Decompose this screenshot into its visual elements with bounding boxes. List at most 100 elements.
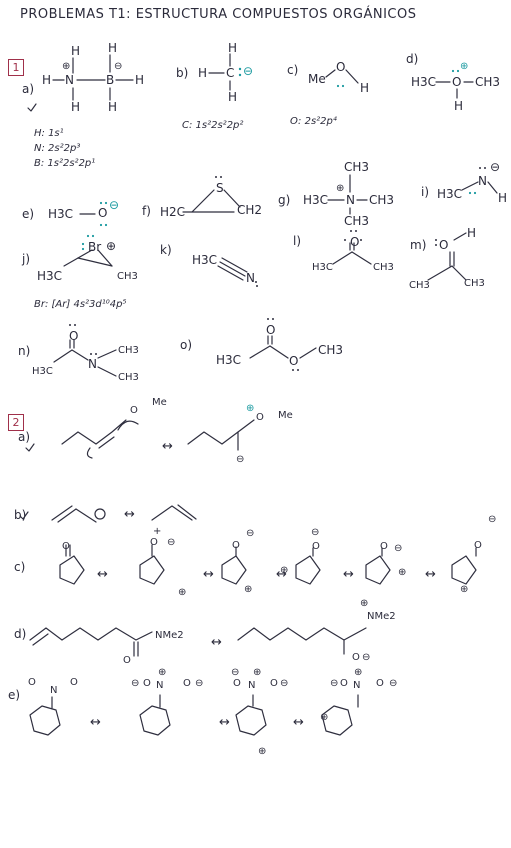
problem-1n-ch3-bottom: CH3: [118, 372, 139, 383]
problem-1l-oxygen: O: [350, 235, 360, 249]
problem-1l-ch3: CH3: [373, 262, 394, 273]
problem-1m-ch3-left: CH3: [409, 280, 430, 291]
problem-2c-oxygen-6: O: [474, 540, 482, 551]
problem-2e-plus-4: ⊕: [354, 667, 363, 678]
resonance-arrow-2c-3: ↔: [276, 567, 287, 582]
problem-1a-h-top-n: H: [71, 44, 81, 58]
problem-2c-plus-4: ⊕: [280, 565, 289, 576]
problem-2e-oxygen-3a: O: [233, 678, 241, 689]
problem-1f-sulfur: S: [216, 181, 224, 195]
problem-1e-h3c: H3C: [48, 207, 74, 221]
problem-1a-nitrogen: N: [65, 73, 74, 87]
problem-1e-minus-charge: ⊖: [109, 198, 120, 212]
resonance-arrow-2d: ↔: [211, 635, 222, 650]
problem-2e-nitrogen-4: N: [353, 680, 361, 691]
problem-1a-h-right: H: [135, 73, 145, 87]
problem-1g-nitrogen: N: [346, 193, 355, 207]
problem-1g-ch3-right: CH3: [369, 193, 395, 207]
problem-2d-nme2-right: NMe2: [367, 611, 396, 622]
problem-2e-minus-3b: ⊖: [280, 678, 289, 689]
problem-1f-label: f): [142, 204, 151, 218]
problem-1b-minus-charge: ⊖: [243, 64, 254, 78]
problem-1a-label: a): [22, 82, 35, 96]
problem-1a-h-left: H: [42, 73, 52, 87]
problem-1n-oxygen: O: [69, 329, 79, 343]
problem-2e-nitrogen-1: N: [50, 685, 58, 696]
problem-2e-oxygen-3b: O: [270, 678, 278, 689]
problem-1f-h2c: H2C: [160, 205, 186, 219]
problem-2c-plus-2: ⊕: [178, 587, 187, 598]
resonance-arrow-2c-4: ↔: [343, 567, 354, 582]
problem-2e-plus-3: ⊕: [253, 667, 262, 678]
resonance-arrow-2e-3: ↔: [293, 715, 304, 730]
problem-1b-carbon: C: [226, 66, 235, 80]
problem-2c-label: c): [14, 560, 26, 574]
problem-2e-oxygen-4b: O: [376, 678, 384, 689]
problem-2c-oxygen-2: O: [150, 537, 158, 548]
problem-1b-h-bottom: H: [228, 90, 238, 104]
resonance-arrow-2e-1: ↔: [90, 715, 101, 730]
problem-2d-label: d): [14, 627, 27, 641]
problem-2d-oxygen-right: O: [352, 652, 360, 663]
problem-1k-h3c: H3C: [192, 253, 218, 267]
problem-1i-hydrogen: H: [498, 191, 508, 205]
problem-2a-methyl-left: Me: [152, 397, 167, 408]
problem-1c-oxygen: O: [336, 60, 346, 74]
problem-1m-oxygen: O: [439, 238, 449, 252]
section-2-number: 2: [8, 414, 24, 431]
problem-2e-minus-4a: ⊖: [330, 678, 339, 689]
problem-2c-oxygen-4: O: [312, 541, 320, 552]
problem-1e-label: e): [22, 207, 35, 221]
problem-1a-h-bottom-b: H: [108, 100, 118, 114]
problem-2d-nme2-left: NMe2: [155, 630, 184, 641]
problem-1n-h3c: H3C: [32, 366, 53, 377]
problem-1o-oxygen-ether: O: [289, 354, 299, 368]
problem-2e-label: e): [8, 688, 21, 702]
problem-1b-label: b): [176, 66, 189, 80]
problem-2c-plus-6: ⊕: [460, 584, 469, 595]
config-bromine: Br: [Ar] 4s²3d¹⁰4p⁵: [34, 299, 127, 310]
resonance-arrow-2e-2: ↔: [219, 715, 230, 730]
config-hydrogen: H: 1s¹: [34, 128, 64, 139]
problem-1d-ch3: CH3: [475, 75, 501, 89]
problem-2a-methyl-right: Me: [278, 410, 293, 421]
problem-1a-boron: B: [106, 73, 115, 87]
problem-2d-plus-charge: ⊕: [360, 598, 369, 609]
problem-2e-nitrogen-2: N: [156, 680, 164, 691]
problem-1a-minus-charge: ⊖: [114, 61, 123, 72]
problem-1o-ch3: CH3: [318, 343, 344, 357]
problem-1e-oxygen: O: [98, 206, 108, 220]
problem-2e-minus-2a: ⊖: [131, 678, 140, 689]
resonance-arrow-2c-5: ↔: [425, 567, 436, 582]
problem-1b-h-left: H: [198, 66, 208, 80]
problem-1o-label: o): [180, 338, 193, 352]
problem-1g-ch3-bottom: CH3: [344, 214, 370, 228]
problem-1k-label: k): [160, 243, 172, 257]
problem-2c-oxygen-5: O: [380, 541, 388, 552]
problem-1d-oxygen: O: [452, 75, 462, 89]
problem-1n-label: n): [18, 344, 31, 358]
problem-2e-minus-4b: ⊖: [389, 678, 398, 689]
problem-2e-oxygen-2a: O: [143, 678, 151, 689]
problem-1b-h-top: H: [228, 41, 238, 55]
problem-2c-minus-5: ⊖: [394, 543, 403, 554]
problem-1j-h3c: H3C: [37, 269, 63, 283]
problem-1f-ch2: CH2: [237, 203, 263, 217]
config-carbon: C: 1s²2s²2p²: [182, 120, 244, 131]
resonance-arrow-2b: ↔: [124, 507, 135, 522]
problem-1g-ch3-top: CH3: [344, 160, 370, 174]
problem-1i-h3c: H3C: [437, 187, 463, 201]
problem-2a-plus-charge: ⊕: [246, 403, 255, 414]
problem-1d-plus-charge: ⊕: [460, 61, 469, 72]
problem-2c-minus-2: ⊖: [167, 537, 176, 548]
problem-1d-h3c: H3C: [411, 75, 437, 89]
problem-2d-oxygen-left: O: [123, 655, 131, 666]
problem-2a-oxygen-right: O: [256, 412, 264, 423]
problem-2e-oxygen-4a: O: [340, 678, 348, 689]
problem-1i-minus-charge: ⊖: [490, 160, 501, 174]
problem-1g-h3c: H3C: [303, 193, 329, 207]
page-title: PROBLEMAS T1: ESTRUCTURA COMPUESTOS ORGÁ…: [20, 7, 417, 22]
problem-2e-plus-ring-4: ⊕: [320, 712, 329, 723]
